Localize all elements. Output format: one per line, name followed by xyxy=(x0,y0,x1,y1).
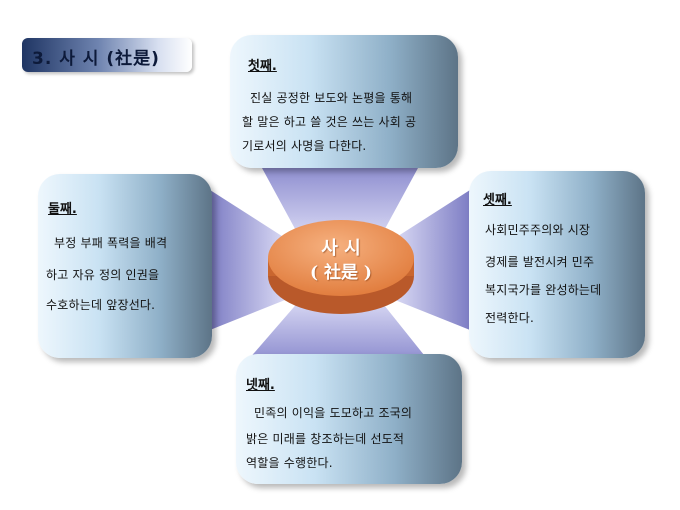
card-first-title: 첫째. xyxy=(248,59,277,74)
center-label-main: 사 시 xyxy=(321,238,361,259)
card-second-line-3: 수호하는데 앞장선다. xyxy=(46,298,156,312)
connector-top xyxy=(262,168,418,238)
card-second: 둘째. 부정 부패 폭력을 배격 하고 자유 정의 인권을 수호하는데 앞장선다… xyxy=(38,174,212,358)
card-fourth: 넷째. 민족의 이익을 도모하고 조국의 밝은 미래를 창조하는데 선도적 역할… xyxy=(236,354,462,484)
card-second-title: 둘째. xyxy=(48,202,77,217)
card-third: 셋째. 사회민주주의와 시장 경제를 발전시켜 민주 복지국가를 완성하는데 전… xyxy=(469,171,645,358)
card-first-line-2: 할 말은 하고 쓸 것은 쓰는 사회 공 xyxy=(242,115,417,129)
card-third-line-4: 전력한다. xyxy=(485,311,534,325)
card-first: 첫째. 진실 공정한 보도와 논평을 통해 할 말은 하고 쓸 것은 쓰는 사회… xyxy=(230,35,458,168)
card-first-line-3: 기로서의 사명을 다한다. xyxy=(242,139,367,153)
connector-right xyxy=(395,190,470,330)
card-third-title: 셋째. xyxy=(483,193,512,208)
card-third-line-2: 경제를 발전시켜 민주 xyxy=(485,255,595,269)
card-third-line-1: 사회민주주의와 시장 xyxy=(485,223,591,237)
section-heading: 3. 사 시 (社是) xyxy=(22,38,192,72)
card-fourth-line-3: 역할을 수행한다. xyxy=(246,456,333,470)
card-fourth-line-2: 밝은 미래를 창조하는데 선도적 xyxy=(246,432,405,446)
card-fourth-line-1: 민족의 이익을 도모하고 조국의 xyxy=(254,406,413,420)
center-label-hanja: ( 社是 ) xyxy=(310,263,372,283)
card-second-line-2: 하고 자유 정의 인권을 xyxy=(46,268,160,282)
card-second-line-1: 부정 부패 폭력을 배격 xyxy=(54,236,168,250)
center-disc-top xyxy=(268,220,414,296)
card-first-line-1: 진실 공정한 보도와 논평을 통해 xyxy=(250,91,413,105)
section-heading-text: 3. 사 시 (社是) xyxy=(32,49,160,69)
card-fourth-title: 넷째. xyxy=(246,378,275,393)
card-third-line-3: 복지국가를 완성하는데 xyxy=(485,283,602,297)
connector-bottom xyxy=(248,300,428,360)
connector-left xyxy=(210,190,285,330)
